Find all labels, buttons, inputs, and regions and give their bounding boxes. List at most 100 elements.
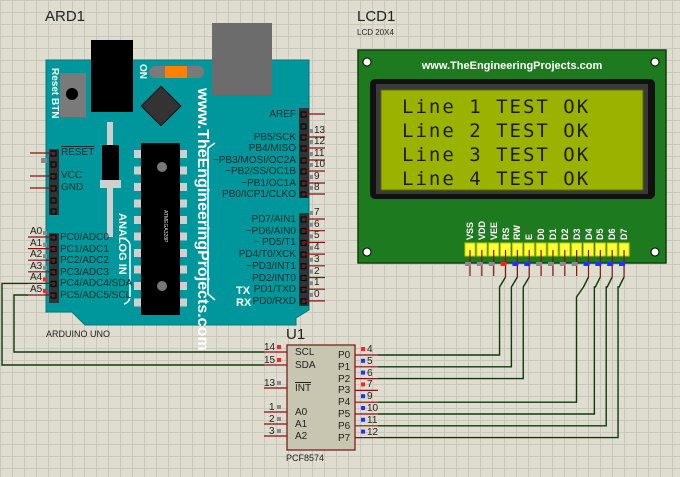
wire-lcd-data-2: [378, 276, 613, 427]
digital-pin-number: 10: [314, 159, 326, 170]
pcf-pin-a1[interactable]: A1: [295, 419, 308, 430]
pcf-pin-p7[interactable]: P7: [338, 432, 351, 444]
lcd-pin-state: [488, 262, 495, 266]
lcd-pin-d5[interactable]: D5: [595, 228, 606, 240]
chip-notch: [157, 162, 167, 172]
digital-pin-number: 12: [314, 136, 326, 147]
digital-pin-9[interactable]: ~PB1/OC1A: [241, 178, 296, 189]
pcf8574-body[interactable]: [286, 344, 356, 451]
header-hole: [50, 161, 57, 168]
analog-in-label: ANALOG IN: [116, 213, 128, 275]
rx-label: RX: [236, 297, 252, 309]
chip-leg: [134, 232, 141, 241]
digital-pin-12[interactable]: PB4/MISO: [248, 143, 296, 154]
lcd-pin-d1[interactable]: D1: [547, 228, 558, 240]
chip-legs: [134, 150, 187, 307]
digital-pin-8[interactable]: PB0/ICP1/CLKO: [222, 189, 296, 200]
lcd-pin-d2[interactable]: D2: [559, 228, 570, 240]
pcf-pin-number: 7: [367, 379, 373, 391]
lcd-line-3: Line 3 TEST OK: [402, 144, 591, 166]
lcd-pin-vee[interactable]: VEE: [488, 221, 499, 240]
analog-header: [49, 233, 59, 303]
analog-pin-a3[interactable]: PC3/ADC3: [60, 266, 109, 278]
lcd-mount-hole-tr: [650, 57, 660, 67]
lcd-pin-state: [583, 262, 590, 266]
pcf-pin-a2[interactable]: A2: [295, 431, 308, 442]
analog-pin-a2[interactable]: PC2/ADC2: [60, 255, 109, 267]
pcf-pin-state: [277, 381, 281, 385]
lcd-pin-d7[interactable]: D7: [619, 228, 630, 240]
digital-pin-1[interactable]: PD1/TXD: [253, 284, 296, 296]
pcf-pin-a0[interactable]: A0: [295, 407, 308, 418]
analog-pin-tag: A2: [30, 249, 43, 261]
digital-pin-aref[interactable]: AREF: [269, 109, 296, 120]
digital-pin-10[interactable]: ~PB2/SS/OC1B: [225, 166, 296, 177]
lcd-mount-hole-bl: [362, 247, 372, 257]
analog-pin-a0[interactable]: PC0/ADC0: [60, 232, 109, 243]
analog-pin-tag: A4: [30, 272, 43, 284]
lcd-pin-state: [524, 262, 531, 266]
pcf-pin-p3[interactable]: P3: [338, 385, 351, 397]
lcd-pin-d4[interactable]: D4: [583, 228, 594, 240]
wire-lcd-data-0: [378, 276, 590, 403]
digital-pin-2[interactable]: PD2/INT0: [252, 272, 296, 284]
pcf-pin-state: [361, 429, 365, 434]
pcf-pin-state: [277, 405, 281, 409]
digital-pin-6[interactable]: ~PD6/AIN0: [245, 225, 296, 237]
digital-pin-state: [309, 163, 313, 167]
digital-pin-5[interactable]: ~ PD5/T1: [253, 237, 296, 249]
lcd-pin-state: [476, 262, 483, 266]
wire-lcd-ctrl-0: [378, 276, 507, 356]
lcd-model: LCD 20X4: [357, 28, 394, 37]
digital-pin-state: [309, 269, 313, 274]
digital-pin-7[interactable]: PD7/AIN1: [251, 214, 296, 225]
lcd-pin-d3[interactable]: D3: [571, 228, 582, 240]
analog-pin-a5[interactable]: PC5/ADC5/SCL: [60, 290, 132, 301]
chip-leg: [134, 298, 141, 307]
power-pin-gnd[interactable]: GND: [61, 182, 84, 193]
digital-pin-11[interactable]: ~PB3/MOSI/OC2A: [212, 155, 296, 166]
pcf-stubs: [264, 345, 378, 439]
digital-pin-3[interactable]: ~PD3/INT1: [246, 260, 296, 272]
chip-leg: [180, 199, 187, 208]
pcf-pin-p5[interactable]: P5: [338, 409, 351, 420]
arduino-model: ARDUINO UNO: [46, 329, 111, 339]
lcd-pin-d6[interactable]: D6: [607, 228, 618, 240]
lcd-mount-hole-tl: [362, 57, 372, 67]
pcf-pin-scl[interactable]: SCL: [295, 347, 315, 358]
analog-pin-a4[interactable]: PC4/ADC4/SDA: [60, 278, 133, 290]
digital-pin-number: 1: [314, 277, 320, 289]
arduino-ref: ARD1: [45, 8, 86, 25]
lcd-pin-e[interactable]: E: [524, 233, 535, 240]
wire-scl: [13, 294, 264, 353]
analog-pin-tag: A3: [30, 260, 43, 272]
pcf-pin-state: [361, 417, 365, 422]
usb-connector: [212, 23, 272, 95]
pcf-pin-p2[interactable]: P2: [338, 373, 351, 385]
pcf-pin-state: [277, 358, 281, 362]
power-pin-vcc[interactable]: VCC: [61, 170, 83, 181]
digital-pin-13[interactable]: PB5/SCK: [253, 132, 296, 143]
pcf-pin-p4[interactable]: P4: [338, 397, 351, 409]
analog-pin-tag: A5: [30, 284, 43, 295]
lcd-pin-vss[interactable]: VSS: [465, 221, 475, 240]
pcf-pin-int[interactable]: INT: [295, 383, 312, 394]
digital-pin-0[interactable]: PD0/RXD: [252, 295, 296, 307]
digital-pin-state: [309, 234, 313, 239]
lcd-pin-rs[interactable]: RS: [500, 227, 511, 240]
digital-pin-4[interactable]: PD4/T0/XCK: [238, 249, 296, 261]
pcf-pin-p1[interactable]: P1: [338, 361, 351, 373]
lcd-pin-rw[interactable]: RW: [512, 225, 523, 240]
pcf-pin-p0[interactable]: P0: [338, 350, 351, 361]
lcd-header-text: www.TheEngineeringProjects.com: [421, 60, 603, 72]
analog-pin-tag: A0: [30, 226, 43, 237]
power-pin-reset[interactable]: RESET: [61, 147, 95, 158]
lcd-pin-vdd[interactable]: VDD: [476, 220, 487, 240]
lcd-pin-d0[interactable]: D0: [536, 228, 547, 240]
pcf-pin-sda[interactable]: SDA: [295, 360, 316, 371]
lcd-pin-state: [607, 262, 614, 266]
chip-leg: [180, 216, 187, 224]
analog-pin-a1[interactable]: PC1/ADC1: [60, 243, 109, 255]
pcf-pin-p6[interactable]: P6: [338, 420, 351, 432]
